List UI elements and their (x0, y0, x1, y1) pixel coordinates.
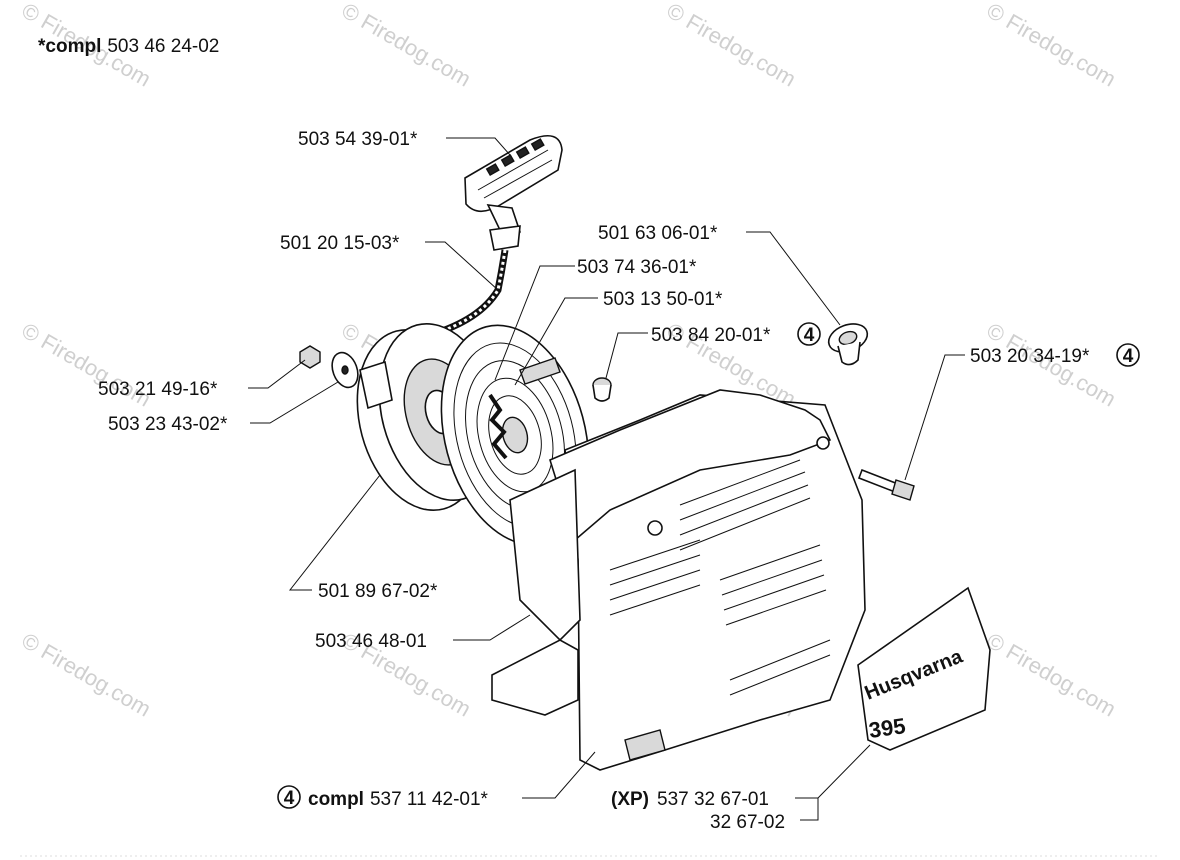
label-screw-group: 503 20 34-19* 4 (970, 343, 1140, 367)
label-screw-marker: 4 (1123, 346, 1134, 367)
washer (331, 351, 359, 389)
header-prefix: *compl (38, 36, 101, 57)
label-decal-alt: 32 67-02 (710, 812, 785, 833)
label-nut: 503 21 49-16* (98, 379, 218, 400)
grommet (827, 323, 869, 366)
label-compl-bottom-group: 4 compl 537 11 42-01* (277, 785, 489, 810)
leader-lines (248, 137, 965, 821)
label-pulley: 501 89 67-02* (318, 581, 438, 602)
label-housing: 503 46 48-01 (315, 631, 427, 652)
marker-circle (1116, 343, 1140, 367)
label-compl-number: 537 11 42-01* (370, 789, 489, 810)
marker-circle (797, 322, 821, 346)
label-compl-prefix: compl (308, 789, 364, 810)
watermark: © Firedog.com (18, 628, 156, 722)
label-xp: (XP) 537 32 67-01 (611, 789, 769, 810)
label-cord: 501 20 15-03* (280, 233, 400, 254)
decal-model: 395 (867, 713, 907, 743)
bushing (592, 377, 612, 402)
label-spring: 503 74 36-01* (577, 257, 697, 278)
pawl (519, 357, 561, 385)
label-compl-marker: 4 (284, 788, 295, 809)
watermark: © Firedog.com (983, 0, 1121, 92)
watermark: © Firedog.com (338, 0, 476, 92)
watermark: © Firedog.com (663, 0, 801, 92)
header-number: 503 46 24-02 (107, 36, 219, 57)
label-bushing-group: 503 84 20-01* 4 (651, 322, 821, 346)
label-handle: 503 54 39-01* (298, 129, 418, 150)
marker-circle (277, 785, 301, 809)
label-xp-number: 537 32 67-01 (657, 789, 769, 810)
starter-housing (491, 389, 866, 771)
starter-handle (464, 134, 563, 251)
label-compl-bottom: compl 537 11 42-01* (308, 789, 489, 810)
label-grommet: 501 63 06-01* (598, 223, 718, 244)
housing-grille (609, 459, 831, 696)
label-bushing-marker: 4 (804, 325, 815, 346)
decal: Husqvarna 395 (857, 586, 991, 751)
label-bushing: 503 84 20-01* (651, 325, 771, 346)
label-xp-prefix: (XP) (611, 789, 649, 810)
nut (299, 345, 321, 369)
label-pawl: 503 13 50-01* (603, 289, 723, 310)
screw (857, 468, 915, 501)
assembly-header: *compl 503 46 24-02 (38, 36, 219, 57)
watermark: © Firedog.com (983, 628, 1121, 722)
label-screw: 503 20 34-19* (970, 346, 1090, 367)
label-washer: 503 23 43-02* (108, 414, 228, 435)
